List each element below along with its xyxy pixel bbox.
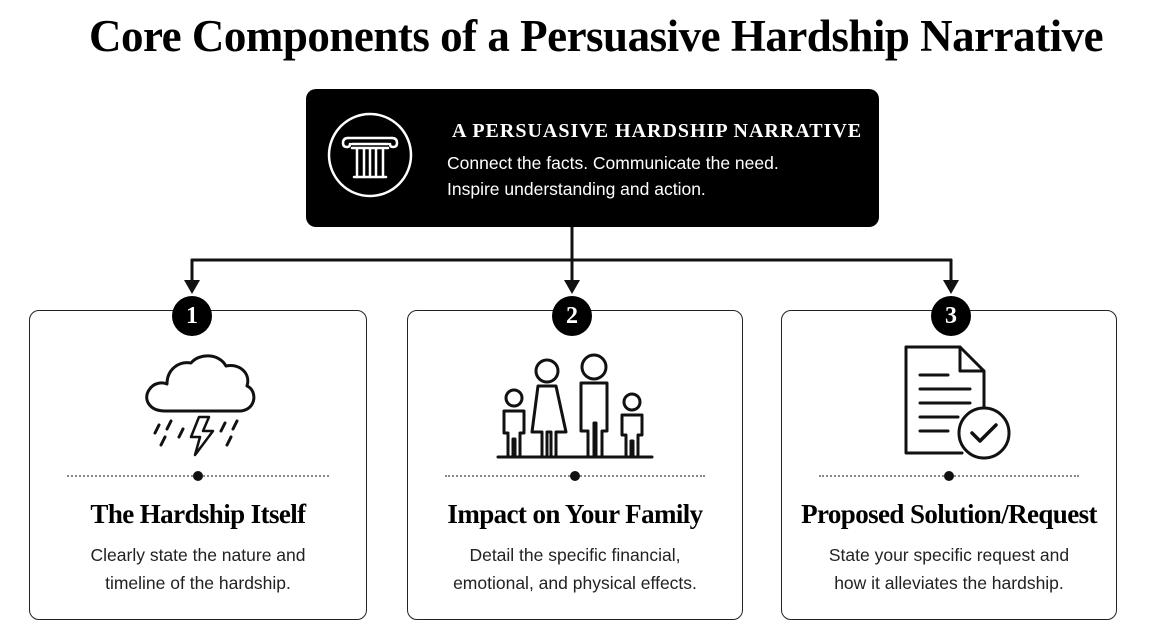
card-description-line-2: emotional, and physical effects.	[453, 573, 697, 593]
step-number-badge-3: 3	[931, 296, 971, 336]
document-check-icon	[904, 345, 1011, 460]
family-icon	[496, 353, 654, 459]
card-description-line-1: Clearly state the nature and	[90, 545, 306, 565]
narrative-heading: A PERSUASIVE HARDSHIP NARRATIVE	[452, 120, 863, 142]
divider-dot	[570, 471, 580, 481]
narrative-tagline-1: Connect the facts. Communicate the need.	[447, 153, 779, 173]
card-description-line-1: Detail the specific financial,	[469, 545, 681, 565]
card-description-line-1: State your specific request and	[828, 545, 1070, 565]
step-number-badge-2: 2	[552, 296, 592, 336]
divider-dot	[944, 471, 954, 481]
storm-cloud-icon	[145, 354, 256, 457]
card-description-line-2: how it alleviates the hardship.	[834, 573, 1064, 593]
component-card-hardship: The Hardship Itself Clearly state the na…	[29, 310, 367, 620]
divider-dot	[193, 471, 203, 481]
card-description-line-2: timeline of the hardship.	[105, 573, 291, 593]
card-title: Impact on Your Family	[447, 499, 703, 529]
card-title: The Hardship Itself	[90, 499, 306, 529]
column-pillar-icon	[327, 112, 413, 198]
narrative-tagline-2: Inspire understanding and action.	[447, 179, 706, 199]
card-title: Proposed Solution/Request	[801, 499, 1097, 529]
central-narrative-box: A PERSUASIVE HARDSHIP NARRATIVE Connect …	[306, 89, 879, 227]
component-card-impact: Impact on Your Family Detail the specifi…	[407, 310, 743, 620]
component-card-solution: Proposed Solution/Request State your spe…	[781, 310, 1117, 620]
page-title: Core Components of a Persuasive Hardship…	[88, 11, 1104, 61]
step-number-badge-1: 1	[172, 296, 212, 336]
